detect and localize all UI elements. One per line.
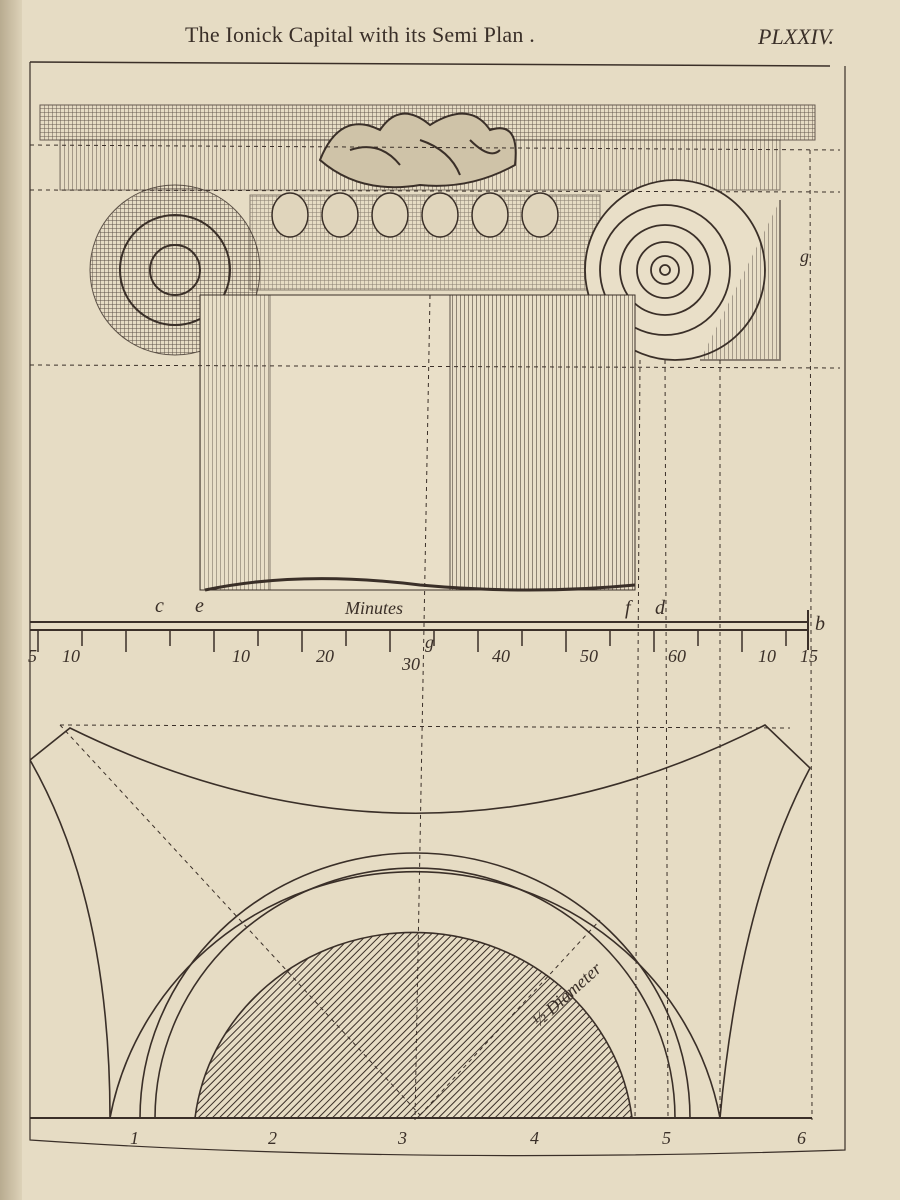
plan-point-label: 4 <box>530 1128 539 1148</box>
letter-c: c <box>155 595 164 617</box>
plan-points: 1 2 3 4 5 6 <box>130 1128 806 1148</box>
column-shaft <box>199 294 636 592</box>
scale-tick-label: 40 <box>492 646 510 666</box>
scale-tick-label: 5 <box>28 646 37 666</box>
letter-f: f <box>625 597 633 619</box>
plate-border-top <box>29 61 831 67</box>
scale-tick-label: 10 <box>232 646 250 666</box>
scale-tick-label: 15 <box>800 646 818 666</box>
scale-tick-label: 20 <box>316 646 334 666</box>
plate-border <box>29 62 846 1157</box>
egg-and-dart <box>271 192 559 238</box>
scale-tick-label: 30 <box>401 654 420 674</box>
book-gutter <box>0 0 22 1200</box>
scale-tick-label: 10 <box>62 646 80 666</box>
plan-point-label: 6 <box>797 1128 806 1148</box>
letter-g: g <box>800 246 809 266</box>
scale-tick-labels: 5 10 10 20 30 40 50 60 10 15 <box>28 646 818 674</box>
scale-label: Minutes <box>344 598 403 618</box>
plan-point-label: 5 <box>662 1128 671 1148</box>
minutes-scale <box>30 610 809 650</box>
scale-tick-label: 50 <box>580 646 598 666</box>
plan-point-label: 3 <box>397 1128 407 1148</box>
letter-e: e <box>195 595 204 617</box>
plan-point-label: 2 <box>268 1128 277 1148</box>
letter-b: b <box>815 613 825 635</box>
scale-tick-label: 60 <box>668 646 686 666</box>
plate-number: PLXXIV. <box>758 24 834 49</box>
plate-title: The Ionick Capital with its Semi Plan . <box>185 22 535 47</box>
plan-point-label: 1 <box>130 1128 139 1148</box>
semi-plan <box>29 724 812 1119</box>
letter-g-scale: g <box>425 632 434 652</box>
letter-d: d <box>655 597 666 619</box>
scale-tick-label: 10 <box>758 646 776 666</box>
acanthus-ornament <box>318 112 517 189</box>
